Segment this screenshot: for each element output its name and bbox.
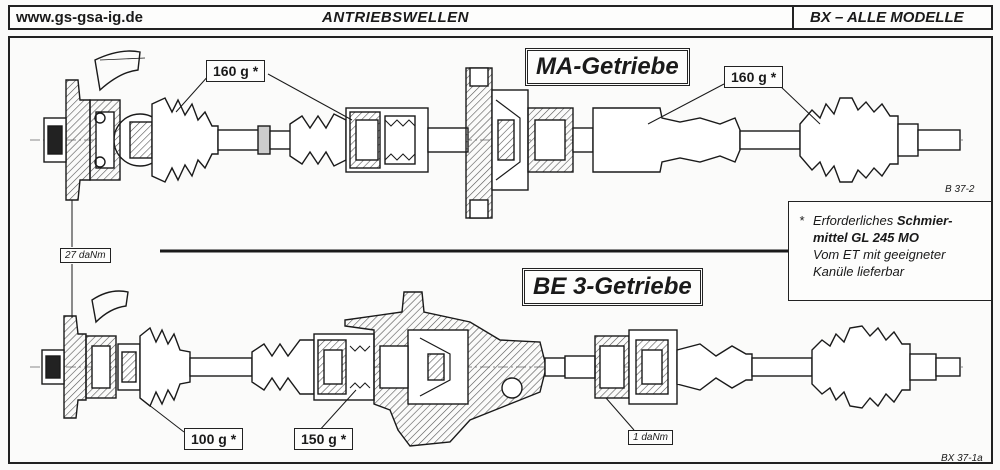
ma-tripod-joint xyxy=(345,107,429,173)
note-line2-bold: mittel GL 245 MO xyxy=(813,230,919,245)
model-label: BX – ALLE MODELLE xyxy=(810,9,964,26)
hub-torque-label: 27 daNm xyxy=(60,248,111,263)
be3-inner-boot xyxy=(251,339,315,395)
ma-right-boot xyxy=(799,97,899,183)
ma-grease-right-label: 160 g * xyxy=(724,66,784,88)
note-line1: Erforderliches xyxy=(813,213,894,228)
header-divider xyxy=(792,7,794,28)
ma-figure-ref: B 37-2 xyxy=(945,184,975,195)
drawing-frame xyxy=(8,36,993,464)
note-line1-bold: Schmier- xyxy=(896,213,953,228)
be3-tripod-joint xyxy=(313,333,375,401)
page-title: ANTRIEBSWELLEN xyxy=(322,9,469,26)
ma-inner-boot xyxy=(289,113,347,167)
ma-wheel-hub xyxy=(43,50,167,201)
note-line4: Kanüle lieferbar xyxy=(813,264,905,279)
be3-torque-label: 1 daNm xyxy=(628,430,674,445)
note-asterisk: * xyxy=(799,213,805,228)
be3-grease-mid-label: 150 g * xyxy=(294,428,354,450)
ma-gearbox-title: MA-Getriebe xyxy=(525,48,690,86)
grease-note-box: * Erforderliches Schmier- mittel GL 245 … xyxy=(788,201,992,301)
ma-left-boot xyxy=(151,97,219,183)
be3-damper xyxy=(676,343,753,391)
be3-wheel-hub xyxy=(41,290,141,419)
ma-shaft-assembly xyxy=(30,50,965,247)
be3-left-boot xyxy=(139,326,191,408)
be3-grease-left-label: 100 g * xyxy=(184,428,244,450)
be3-right-boot xyxy=(811,325,911,409)
be3-right-joint xyxy=(594,329,678,405)
website-url[interactable]: www.gs-gsa-ig.de xyxy=(16,9,143,26)
ma-grease-left-label: 160 g * xyxy=(206,60,266,82)
header-bar: www.gs-gsa-ig.de ANTRIEBSWELLEN BX – ALL… xyxy=(8,5,993,30)
note-line3: Vom ET mit geeigneter xyxy=(813,247,946,262)
ma-damper-tube xyxy=(592,107,741,173)
be3-shaft-assembly xyxy=(30,264,965,447)
ma-differential xyxy=(427,67,574,219)
be3-differential xyxy=(344,291,566,447)
be3-figure-ref: BX 37-1a xyxy=(941,453,983,464)
be3-gearbox-title: BE 3-Getriebe xyxy=(522,268,703,306)
